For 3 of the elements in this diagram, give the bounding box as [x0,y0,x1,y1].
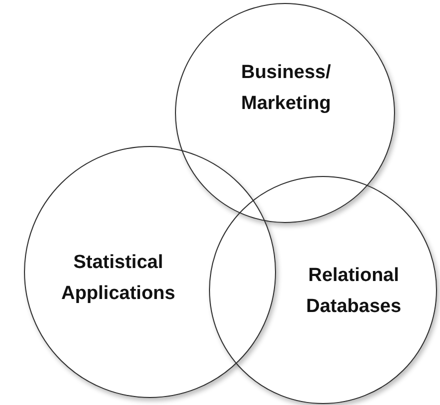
circle-label: Business/ Marketing [240,60,332,116]
circle-label: Statistical Applications [60,251,176,306]
circle-label: Relational Databases [305,264,402,319]
